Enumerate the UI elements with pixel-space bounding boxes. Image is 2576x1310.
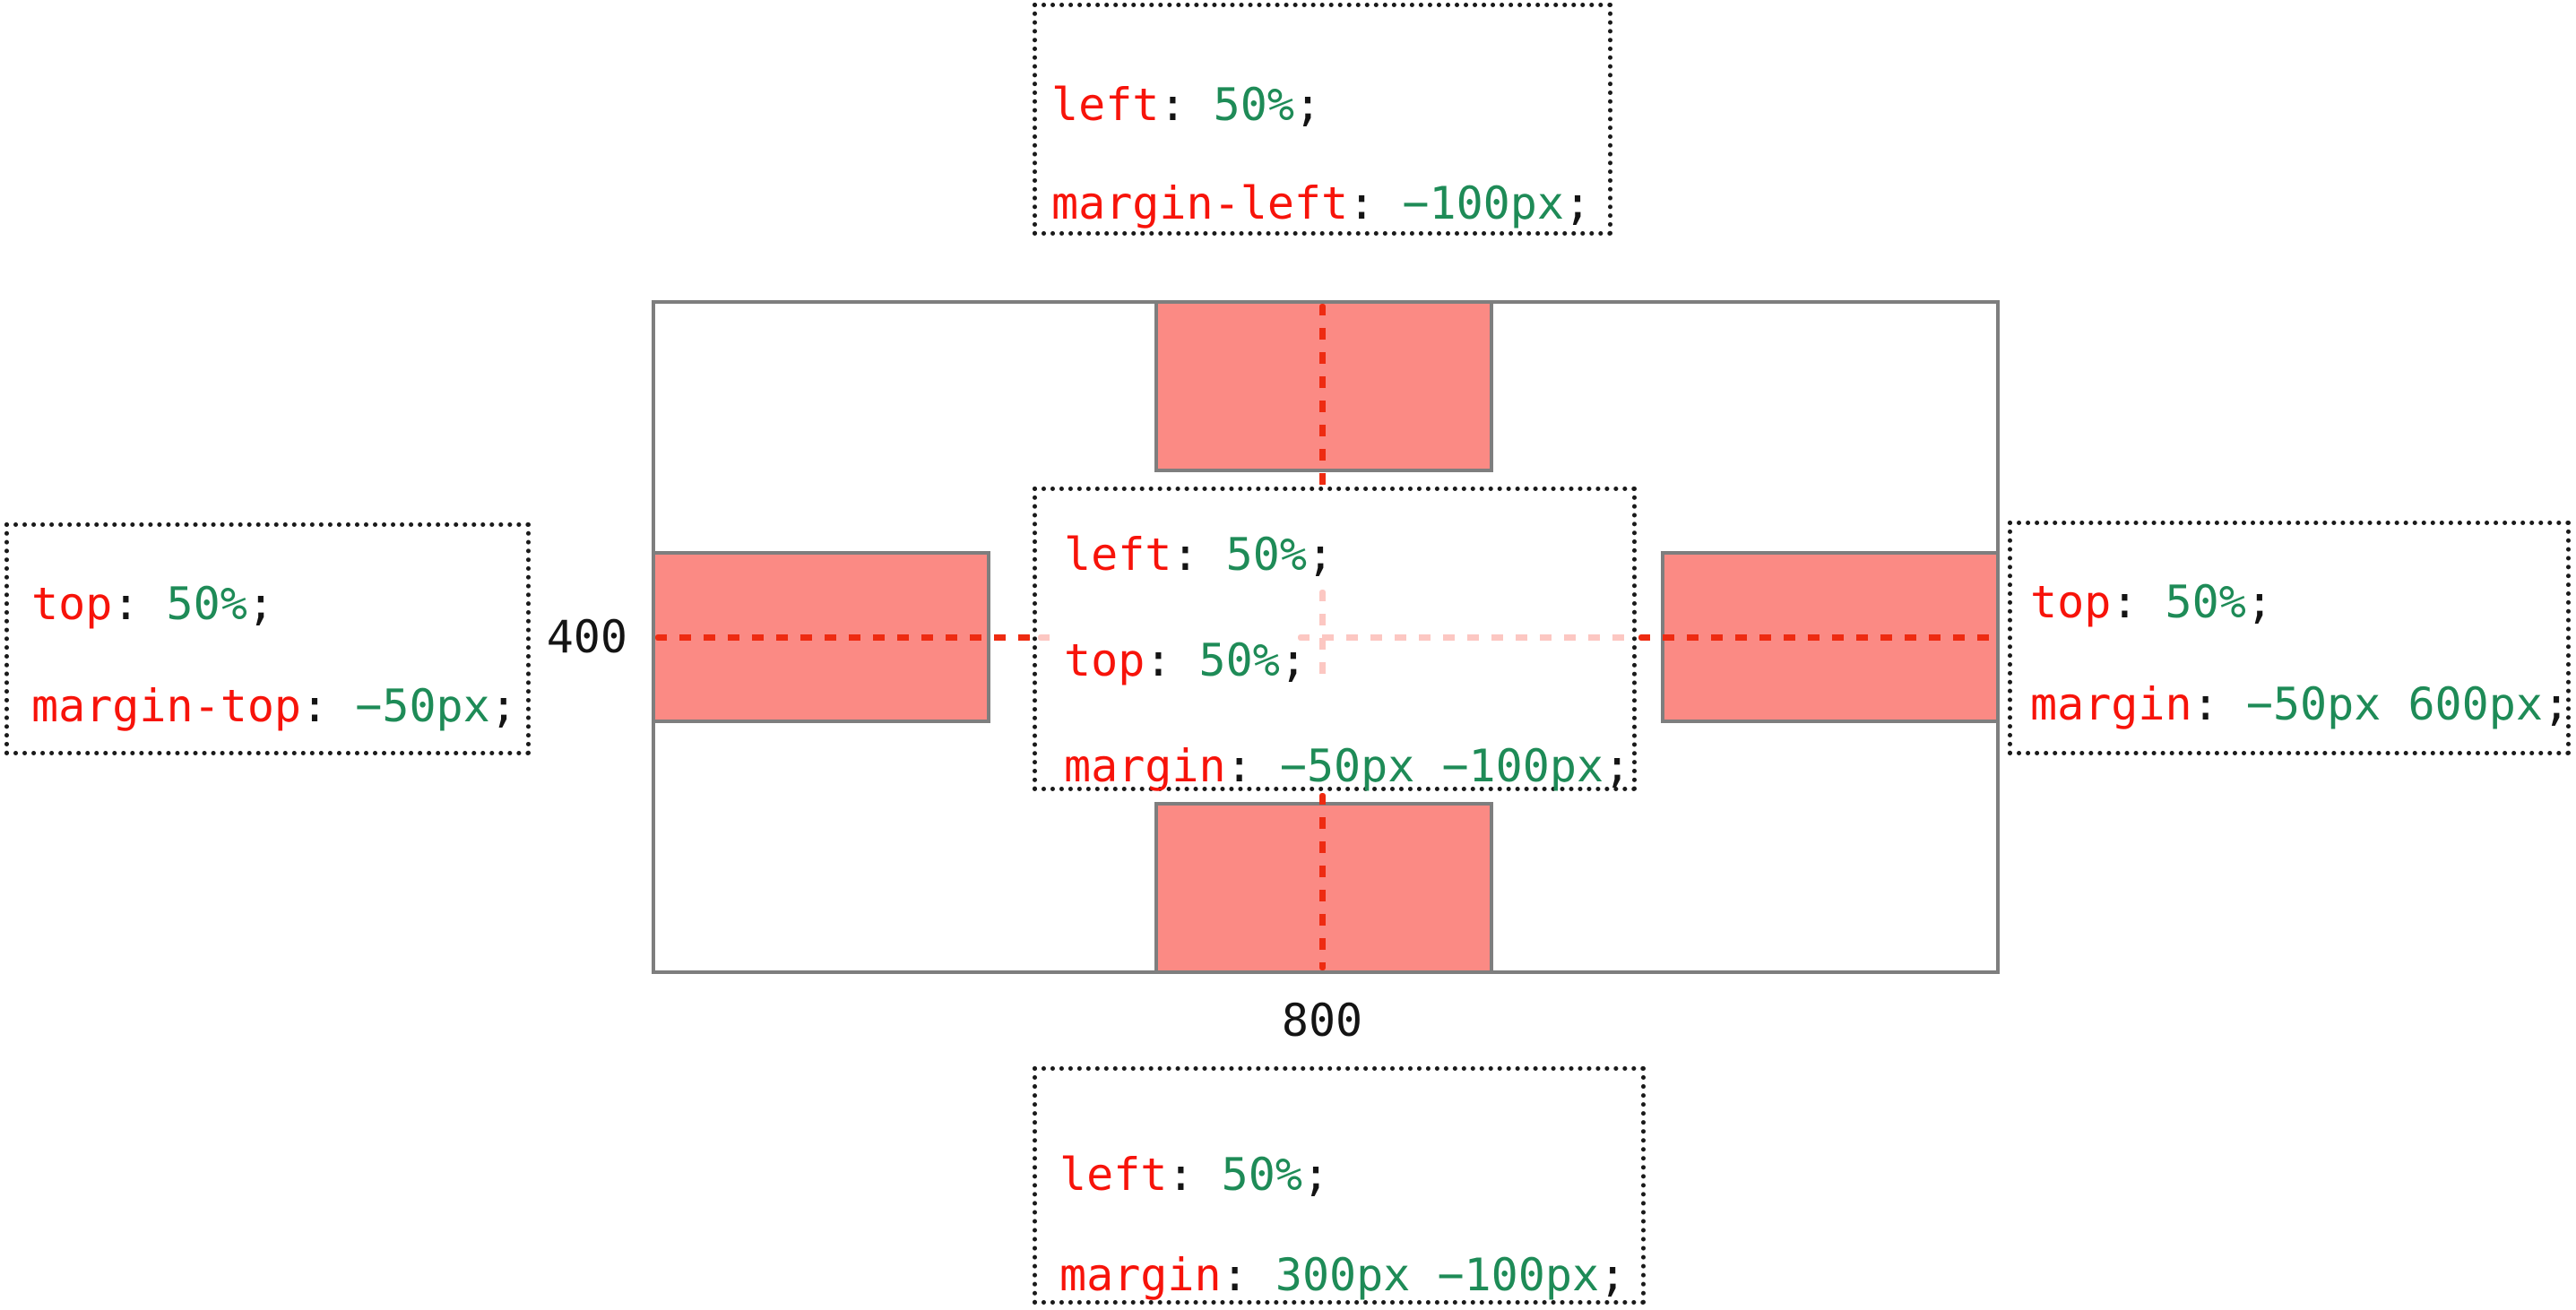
code-line: margin-left: −100px;: [1051, 177, 1592, 229]
code-note-right: top: 50%; margin: −50px 600px;: [2008, 521, 2571, 755]
pale-guide-line-vertical: [1319, 590, 1326, 685]
code-line: margin: 300px −100px;: [1059, 1249, 1627, 1301]
center-guide-line-horizontal-left: [655, 634, 1032, 641]
code-note-top: left: 50%; margin-left: −100px;: [1033, 3, 1612, 236]
code-line: margin-top: −50px;: [31, 680, 517, 732]
pale-guide-line-stub: [1038, 634, 1052, 641]
code-line: margin: −50px −100px;: [1064, 740, 1631, 792]
center-guide-line-vertical-top: [1319, 304, 1326, 487]
code-note-center: left: 50%; top: 50%; margin: −50px −100px;: [1033, 487, 1637, 792]
code-line: top: 50%;: [31, 578, 274, 630]
code-line: left: 50%;: [1051, 79, 1322, 131]
code-line: left: 50%;: [1059, 1149, 1330, 1201]
code-line: top: 50%;: [1064, 634, 1307, 686]
code-line: left: 50%;: [1064, 529, 1335, 581]
center-guide-line-horizontal-right: [1638, 634, 1996, 641]
code-line: top: 50%;: [2030, 576, 2273, 628]
center-guide-line-vertical-bottom: [1319, 793, 1326, 970]
container-height-label: 400: [546, 611, 627, 663]
code-note-bottom: left: 50%; margin: 300px −100px;: [1033, 1066, 1646, 1305]
pale-guide-line-horizontal: [1298, 634, 1635, 641]
container-width-label: 800: [1281, 995, 1363, 1047]
code-line: margin: −50px 600px;: [2030, 678, 2571, 730]
code-note-left: top: 50%; margin-top: −50px;: [4, 522, 531, 755]
